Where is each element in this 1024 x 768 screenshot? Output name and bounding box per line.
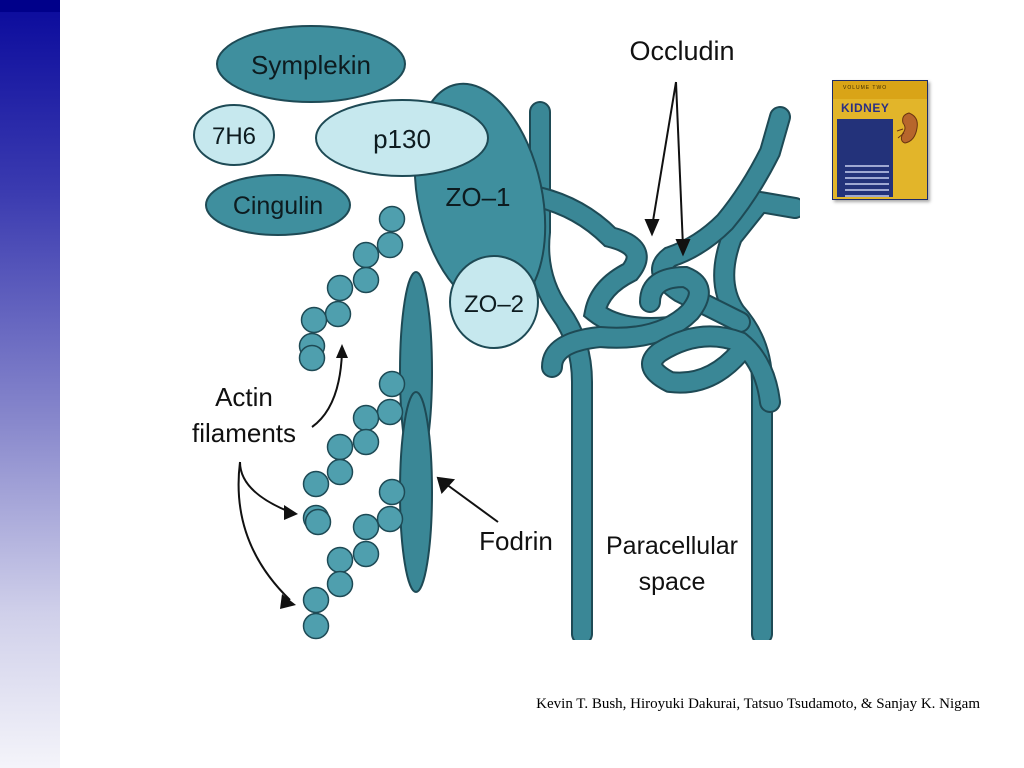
side-bar-cap (0, 0, 60, 12)
p130-protein: p130 (315, 99, 489, 177)
membrane-strands (527, 101, 800, 640)
actin-bead (352, 241, 380, 269)
slide-side-gradient-bar (0, 0, 60, 768)
svg-text:7H6: 7H6 (212, 123, 256, 150)
actin-bead (302, 586, 330, 614)
svg-text:p130: p130 (373, 124, 431, 154)
book-title: KIDNEY (841, 101, 890, 115)
actin-label-line2: filaments (192, 418, 296, 448)
slide-credit: Kevin T. Bush, Hiroyuki Dakurai, Tatsuo … (536, 696, 980, 712)
7h6-protein: 7H6 (193, 104, 275, 166)
actin-bead (326, 433, 354, 461)
kidney-book-cover: VOLUME TWO KIDNEY (832, 80, 928, 200)
svg-text:Cingulin: Cingulin (233, 192, 323, 220)
svg-text:Symplekin: Symplekin (251, 50, 371, 80)
svg-text:ZO–2: ZO–2 (464, 291, 524, 318)
actin-bead (378, 205, 406, 233)
actin-bead (352, 404, 380, 432)
actin-bead (376, 398, 404, 426)
actin-bead (326, 458, 354, 486)
actin-bead (324, 300, 352, 328)
paracellular-label-line2: space (639, 568, 706, 596)
fodrin-label: Fodrin (479, 526, 553, 556)
actin-bead (378, 478, 406, 506)
actin-bead (376, 505, 404, 533)
cingulin-protein: Cingulin (205, 174, 351, 236)
actin-bead (376, 231, 404, 259)
actin-bead (302, 612, 330, 640)
book-text-panel (837, 119, 893, 197)
actin-bead (326, 274, 354, 302)
actin-bead (304, 508, 332, 536)
actin-bead (352, 540, 380, 568)
actin-bead (352, 428, 380, 456)
actin-bead (378, 370, 406, 398)
svg-text:ZO–1: ZO–1 (445, 182, 510, 212)
actin-bead (352, 513, 380, 541)
actin-bead (326, 570, 354, 598)
actin-bead (300, 306, 328, 334)
paracellular-label-line1: Paracellular (606, 532, 738, 560)
actin-bead (326, 546, 354, 574)
symplekin-protein: Symplekin (216, 25, 406, 103)
zo2-protein: ZO–2 (449, 255, 539, 349)
tight-junction-diagram: ZO–1 ZO–2 Symplekin 7H6 p130 Cingulin Oc… (180, 22, 800, 640)
book-volume-text: VOLUME TWO (843, 85, 888, 91)
actin-bead (352, 266, 380, 294)
actin-filament-beads (298, 205, 406, 640)
fodrin-shape (399, 271, 433, 593)
kidney-illustration-icon (896, 112, 918, 144)
occludin-label: Occludin (629, 36, 734, 66)
actin-arrows (237, 351, 343, 601)
actin-bead (298, 344, 326, 372)
actin-bead (302, 470, 330, 498)
actin-label-line1: Actin (215, 382, 273, 412)
occludin-arrows (644, 81, 691, 257)
